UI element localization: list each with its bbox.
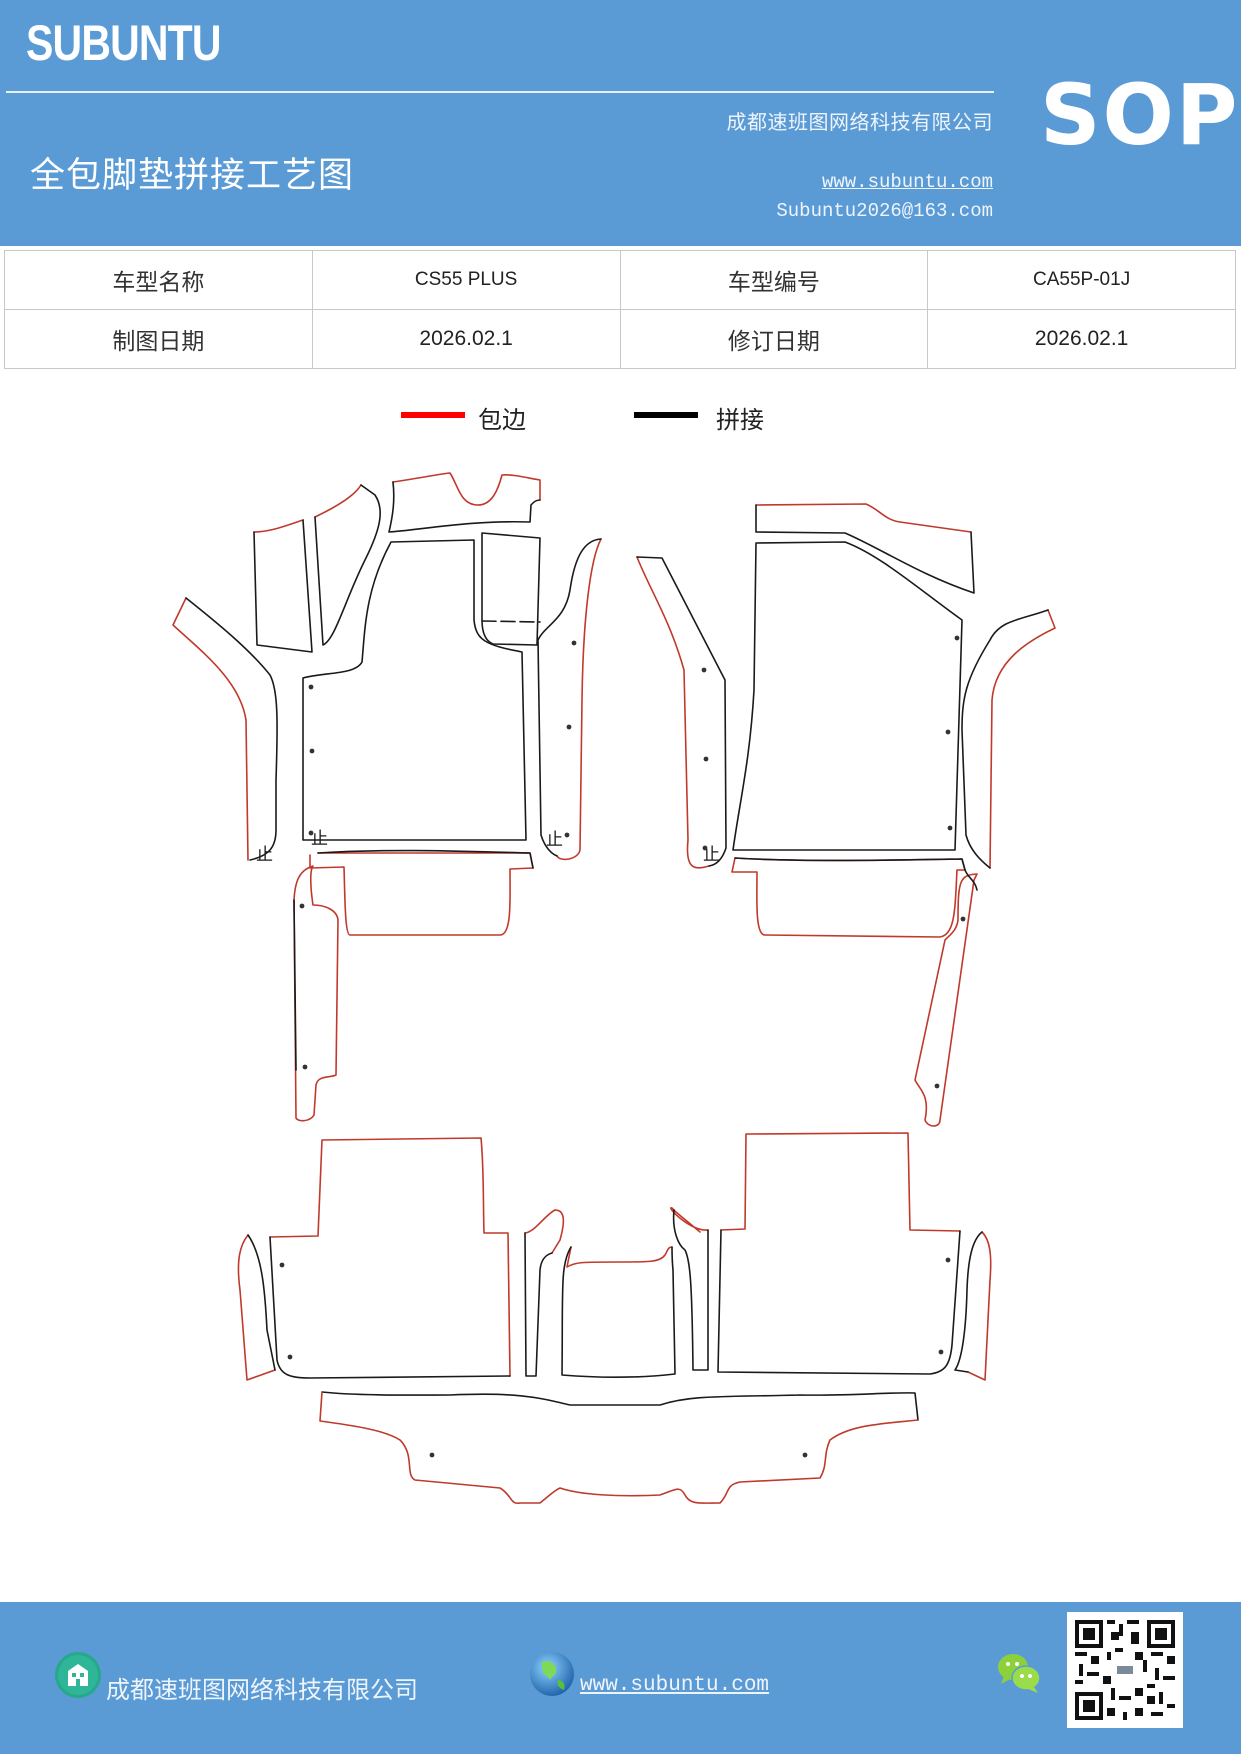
footer-company-name: 成都速班图网络科技有限公司: [106, 1676, 418, 1704]
mat-piece-rear-left-main: [269, 1137, 511, 1379]
sop-badge: SOP: [1040, 66, 1240, 164]
mat-piece-rear-center-right-strip: [669, 1207, 709, 1371]
mat-piece-rear-center-tunnel: [561, 1246, 676, 1378]
model-code-label: 车型编号: [619, 250, 929, 310]
mat-piece-right-sill: [914, 869, 978, 1127]
header-divider: [6, 91, 994, 93]
pin-dots: [279, 635, 966, 1458]
legend: 包边 拼接: [0, 400, 1241, 440]
mat-piece-driver-small-box: [481, 532, 541, 646]
mat-piece-rear-left-side: [237, 1234, 276, 1381]
table-row: 车型名称 CS55 PLUS 车型编号 CA55P-01J: [4, 250, 1236, 310]
mat-piece-passenger-top: [755, 503, 975, 594]
header-email: Subuntu2026@163.com: [776, 200, 993, 222]
footer-website-link[interactable]: www.subuntu.com: [580, 1674, 770, 1697]
mat-piece-left-connector: [309, 849, 534, 936]
mat-piece-passenger-left-strip: [636, 556, 727, 869]
revision-date-label: 修订日期: [619, 309, 929, 369]
stop-markers: 止 止 止 止: [256, 829, 720, 865]
mat-piece-rear-center-left-strip: [524, 1209, 565, 1377]
legend-swatch-edge: [401, 412, 465, 418]
mat-piece-left-outer-strip: [172, 597, 278, 861]
mat-piece-passenger-main: [732, 541, 963, 851]
legend-swatch-seam: [634, 412, 698, 418]
qr-code-pattern: [1075, 1620, 1175, 1720]
header-company-name: 成都速班图网络科技有限公司: [726, 110, 993, 134]
model-name-value: CS55 PLUS: [311, 250, 621, 310]
legend-label-edge: 包边: [478, 406, 526, 434]
mat-piece-driver-right-strip: [537, 538, 602, 861]
table-row: 制图日期 2026.02.1 修订日期 2026.02.1: [4, 309, 1236, 369]
mat-piece-rear-right-side: [954, 1231, 992, 1381]
header-website-link[interactable]: www.subuntu.com: [821, 171, 993, 193]
brand-logo: SUBUNTU: [26, 15, 222, 71]
mat-piece-left-panel-2: [314, 484, 381, 646]
mat-piece-top-center: [388, 472, 541, 533]
stop-marker: 止: [256, 845, 273, 865]
drawing-date-label: 制图日期: [4, 309, 313, 369]
legend-label-seam: 拼接: [716, 406, 764, 434]
stop-marker: 止: [703, 845, 720, 865]
mat-piece-left-panel-1: [253, 519, 313, 653]
vehicle-info-table: 车型名称 CS55 PLUS 车型编号 CA55P-01J 制图日期 2026.…: [4, 250, 1236, 369]
qr-code[interactable]: [1067, 1612, 1183, 1728]
drawing-date-value: 2026.02.1: [311, 309, 621, 369]
mat-piece-left-sill: [293, 865, 339, 1122]
mat-piece-driver-main: [302, 539, 527, 841]
stop-marker: 止: [311, 829, 328, 849]
globe-icon: [530, 1652, 574, 1696]
mat-piece-rear-bench: [319, 1391, 919, 1505]
wechat-icon: [998, 1654, 1041, 1693]
mat-piece-right-connector: [731, 857, 966, 938]
header-banner: SUBUNTU 成都速班图网络科技有限公司 全包脚垫拼接工艺图 www.subu…: [0, 0, 1241, 246]
model-code-value: CA55P-01J: [927, 250, 1236, 310]
stop-marker: 止: [546, 830, 563, 850]
page-title: 全包脚垫拼接工艺图: [30, 156, 355, 196]
building-icon: [55, 1652, 101, 1698]
mat-piece-passenger-right-strip: [961, 609, 1056, 869]
model-name-label: 车型名称: [4, 250, 313, 310]
mat-piece-rear-right-main: [717, 1132, 961, 1375]
revision-date-value: 2026.02.1: [927, 309, 1236, 369]
